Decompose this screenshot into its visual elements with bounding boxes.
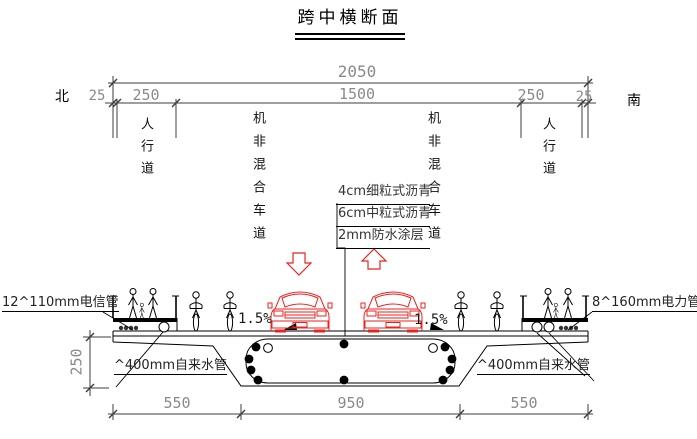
right-sidewalk-assembly [520, 288, 589, 333]
dim-right-sidewalk: 250 [517, 86, 545, 104]
top-dimension-lines [105, 76, 596, 138]
slope-label-right: 1.5% [414, 312, 448, 328]
bottom-dimension-lines [108, 404, 593, 420]
left-sidewalk-assembly [110, 288, 179, 333]
pavement-layer-3: 2mm防水涂层 [336, 227, 430, 249]
water-pipe-right [531, 321, 543, 333]
title-underline [295, 33, 405, 40]
page-title: 跨中横断面 [297, 8, 403, 28]
water-pipe-right2 [543, 321, 555, 333]
telecom-duct-bank [118, 325, 139, 331]
water-pipe-label-right: ^400mm自来水管 [477, 358, 591, 375]
lane-label-right-sidewalk: 人行道 [540, 117, 555, 183]
tendon-ducts-empty [263, 343, 438, 353]
tendon-ducts [244, 339, 457, 385]
dim-bottom-right: 550 [510, 394, 538, 412]
water-pipe-label-left: ^400mm自来水管 [114, 358, 228, 375]
pavement-layer-1: 4cm细粒式沥青 [336, 183, 431, 205]
dim-right-edge: 25 [575, 89, 593, 105]
up-arrow-icon [360, 248, 388, 270]
down-arrow-icon [285, 252, 313, 276]
girder-void [245, 338, 456, 384]
compass-south: 南 [627, 93, 641, 109]
slope-label-left: 1.5% [238, 311, 272, 327]
power-duct-bank [558, 325, 579, 331]
lane-label-right-mixed: 机非混合车道 [425, 111, 440, 249]
lane-label-left-sidewalk: 人行道 [138, 117, 153, 183]
box-girder-section [112, 330, 589, 387]
pedestrian-icons-right [543, 288, 573, 320]
pavement-layer-2: 6cm中粒式沥青 [336, 205, 431, 227]
telecom-duct-label: 12^110mm电信管 [2, 295, 119, 312]
depth-dimension [83, 330, 111, 396]
power-duct-label: 8^160mm电力管 [592, 295, 697, 312]
dim-roadway: 1500 [338, 85, 376, 103]
dim-bottom-left: 550 [163, 394, 191, 412]
pavement-notes: 4cm细粒式沥青 6cm中粒式沥青 2mm防水涂层 [336, 183, 431, 249]
dim-bottom-middle: 950 [337, 394, 365, 412]
pedestrian-icons-left [128, 288, 158, 320]
compass-north: 北 [55, 89, 69, 105]
dim-left-sidewalk: 250 [132, 86, 160, 104]
water-pipe-left [158, 321, 170, 333]
dim-left-edge: 25 [88, 88, 106, 104]
cyclist-icons [189, 291, 504, 332]
dim-girder-depth: 250 [67, 348, 86, 376]
lane-label-left-mixed: 机非混合车道 [250, 111, 265, 249]
car-icon-left [266, 290, 334, 333]
dim-total: 2050 [337, 62, 377, 81]
